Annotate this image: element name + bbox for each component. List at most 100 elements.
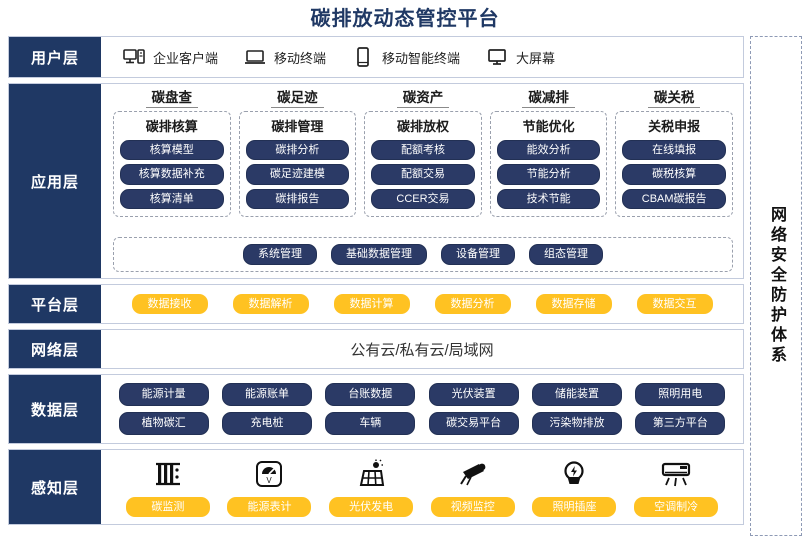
- app-column-carbon-asset: 碳资产 碳排放权 配额考核 配额交易 CCER交易: [364, 90, 482, 218]
- management-chip-configuration[interactable]: 组态管理: [529, 243, 603, 265]
- data-chip[interactable]: 照明用电: [635, 383, 726, 406]
- carbon-monitor-icon: [153, 457, 183, 491]
- app-box-title: 关税申报: [648, 118, 701, 134]
- cctv-camera-icon: [457, 457, 489, 491]
- data-chip[interactable]: 碳交易平台: [428, 412, 519, 435]
- data-chip[interactable]: 第三方平台: [635, 412, 726, 435]
- management-chip-basic-data[interactable]: 基础数据管理: [331, 243, 427, 265]
- user-item-smart-mobile-terminal[interactable]: 移动智能终端: [352, 47, 460, 67]
- app-chip[interactable]: 核算清单: [120, 188, 224, 210]
- platform-chip[interactable]: 数据交互: [636, 293, 713, 315]
- app-column-box: 碳排管理 碳排分析 碳足迹建模 碳排报告: [238, 110, 357, 218]
- layer-data-label: 数据层: [9, 375, 101, 443]
- app-chip[interactable]: 能效分析: [496, 139, 601, 161]
- layer-application-label: 应用层: [9, 84, 101, 278]
- data-chip[interactable]: 充电桩: [221, 412, 312, 435]
- layer-platform-content: 数据接收 数据解析 数据计算 数据分析 数据存储 数据交互: [101, 285, 743, 323]
- layer-network: 网络层 公有云/私有云/局域网: [8, 329, 744, 369]
- gauge-meter-icon: V: [254, 457, 284, 491]
- sense-item-energy-meter[interactable]: V 能源表计: [227, 457, 312, 518]
- application-columns: 碳盘查 碳排核算 核算模型 核算数据补充 核算清单 碳足迹 碳排管理: [113, 90, 733, 218]
- app-column-title: 碳盘查: [145, 90, 199, 108]
- data-row: 植物碳汇 充电桩 车辆 碳交易平台 污染物排放 第三方平台: [115, 412, 729, 435]
- sense-item-carbon-monitor[interactable]: 碳监测: [125, 457, 210, 518]
- app-chip[interactable]: 碳税核算: [622, 164, 726, 185]
- sense-item-lighting-socket[interactable]: 照明插座: [532, 457, 617, 518]
- app-column-carbon-tariff: 碳关税 关税申报 在线填报 碳税核算 CBAM碳报告: [615, 90, 733, 218]
- layer-data-content: 能源计量 能源账单 台账数据 光伏装置 储能装置 照明用电 植物碳汇 充电桩 车…: [101, 375, 743, 443]
- user-item-mobile-terminal[interactable]: 移动终端: [244, 47, 326, 67]
- data-chip[interactable]: 车辆: [325, 412, 416, 435]
- app-chip[interactable]: 核算数据补充: [120, 164, 224, 185]
- monitor-icon: [486, 47, 508, 67]
- platform-chip[interactable]: 数据接收: [131, 293, 208, 315]
- app-chip[interactable]: 配额考核: [371, 139, 475, 161]
- network-security-label: 网络安全防护体系: [768, 206, 785, 366]
- app-chip[interactable]: 技术节能: [496, 188, 601, 210]
- layer-sense-label: 感知层: [9, 450, 101, 524]
- app-column-box: 关税申报 在线填报 碳税核算 CBAM碳报告: [615, 110, 733, 218]
- data-chip[interactable]: 污染物排放: [531, 412, 622, 435]
- platform-chip[interactable]: 数据计算: [333, 293, 410, 315]
- management-chip-device[interactable]: 设备管理: [441, 243, 515, 265]
- layer-data: 数据层 能源计量 能源账单 台账数据 光伏装置 储能装置 照明用电 植物碳汇: [8, 374, 744, 444]
- layer-sense-content: 碳监测 V 能源表计: [101, 450, 743, 524]
- data-chip[interactable]: 植物碳汇: [118, 412, 209, 435]
- app-chip[interactable]: 节能分析: [496, 164, 601, 185]
- sense-label: 照明插座: [532, 496, 617, 518]
- sense-item-video-surveillance[interactable]: 视频监控: [430, 457, 515, 518]
- app-column-carbon-reduction: 碳减排 节能优化 能效分析 节能分析 技术节能: [489, 90, 608, 218]
- svg-text:V: V: [267, 476, 273, 485]
- data-chip[interactable]: 台账数据: [325, 383, 416, 406]
- layer-platform-label: 平台层: [9, 285, 101, 323]
- app-chip[interactable]: 碳排报告: [245, 188, 350, 210]
- user-item-label: 企业客户端: [153, 50, 219, 66]
- app-chip[interactable]: CCER交易: [371, 188, 475, 210]
- app-chip[interactable]: CBAM碳报告: [622, 188, 726, 210]
- app-chip[interactable]: 配额交易: [371, 164, 475, 185]
- sense-item-air-conditioner[interactable]: 空调制冷: [634, 457, 719, 518]
- app-box-title: 碳排管理: [271, 118, 324, 134]
- app-chip[interactable]: 核算模型: [120, 139, 224, 161]
- app-column-carbon-inventory: 碳盘查 碳排核算 核算模型 核算数据补充 核算清单: [113, 90, 231, 218]
- network-text: 公有云/私有云/局域网: [350, 341, 494, 359]
- app-column-title: 碳足迹: [271, 90, 324, 108]
- data-chip[interactable]: 能源账单: [221, 383, 312, 406]
- diagram-body: 用户层: [8, 36, 802, 536]
- platform-chip[interactable]: 数据分析: [434, 293, 511, 315]
- smartphone-icon: [352, 47, 374, 67]
- laptop-icon: [244, 47, 266, 67]
- sense-label: 视频监控: [430, 496, 515, 518]
- app-chip[interactable]: 碳排分析: [245, 139, 350, 161]
- data-chip[interactable]: 能源计量: [118, 383, 209, 406]
- management-chip-system[interactable]: 系统管理: [243, 243, 317, 265]
- data-chip[interactable]: 储能装置: [531, 383, 622, 406]
- solar-panel-icon: [356, 457, 386, 491]
- layer-platform: 平台层 数据接收 数据解析 数据计算 数据分析 数据存储 数据交互: [8, 284, 744, 324]
- sense-item-solar-power[interactable]: 光伏发电: [329, 457, 414, 518]
- user-item-label: 大屏幕: [516, 50, 556, 66]
- app-box-title: 碳排放权: [396, 118, 449, 134]
- platform-chip[interactable]: 数据解析: [232, 293, 309, 315]
- layer-network-content: 公有云/私有云/局域网: [101, 330, 743, 368]
- application-management-row: 系统管理 基础数据管理 设备管理 组态管理: [113, 236, 733, 272]
- user-item-enterprise-client[interactable]: 企业客户端: [123, 47, 218, 67]
- user-item-label: 移动智能终端: [382, 50, 461, 66]
- layer-user: 用户层: [8, 36, 744, 78]
- app-chip[interactable]: 在线填报: [622, 139, 726, 161]
- app-column-title: 碳资产: [396, 90, 450, 108]
- data-row: 能源计量 能源账单 台账数据 光伏装置 储能装置 照明用电: [115, 383, 729, 406]
- network-security-column: 网络安全防护体系: [750, 36, 802, 536]
- user-item-large-screen[interactable]: 大屏幕: [486, 47, 555, 67]
- app-box-title: 碳排核算: [145, 118, 198, 134]
- platform-chip[interactable]: 数据存储: [535, 293, 612, 315]
- layer-user-label: 用户层: [9, 37, 101, 77]
- app-chip[interactable]: 碳足迹建模: [245, 164, 350, 185]
- data-chip[interactable]: 光伏装置: [428, 383, 519, 406]
- sense-label: 空调制冷: [634, 496, 719, 518]
- layer-sense: 感知层: [8, 449, 744, 525]
- desktop-tower-icon: [123, 47, 145, 67]
- app-column-title: 碳减排: [522, 90, 575, 108]
- app-column-carbon-footprint: 碳足迹 碳排管理 碳排分析 碳足迹建模 碳排报告: [238, 90, 357, 218]
